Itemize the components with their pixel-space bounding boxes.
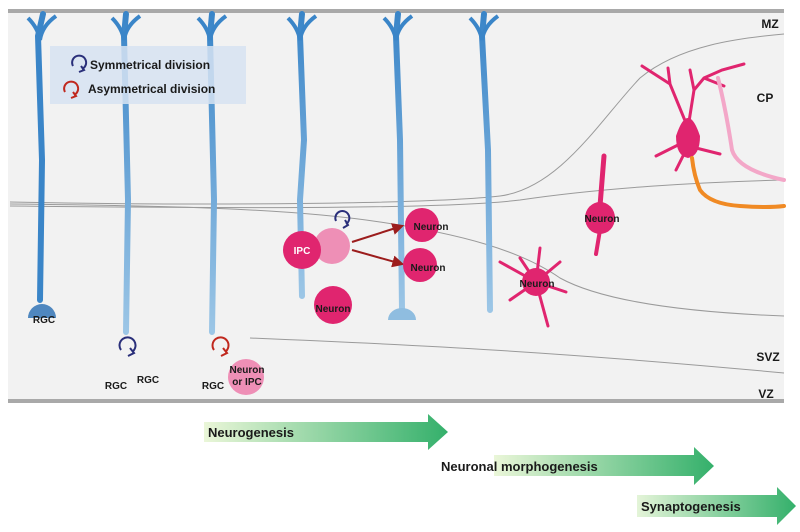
- svz-lower-boundary: [249, 337, 785, 374]
- symmetric-division-icon: [71, 54, 88, 70]
- label-neuron-lower: Neuron: [411, 263, 446, 274]
- neuron-from-ipc: [314, 286, 352, 324]
- layer-label-vz: VZ: [758, 387, 773, 401]
- rgc-fiber-1: [26, 11, 58, 318]
- label-rgc-daughter-1: RGC: [105, 381, 127, 392]
- ipc-daughter-cell: [314, 228, 350, 264]
- label-neuron-bipolar: Neuron: [585, 214, 620, 225]
- label-rgc-daughter-3: RGC: [202, 381, 224, 392]
- rgc-fiber-2: [110, 11, 142, 335]
- asymmetric-division-icon: [63, 80, 80, 96]
- label-neuron-or-ipc-line2: or IPC: [232, 377, 261, 388]
- cp-upper-boundary: [9, 33, 785, 205]
- morphogenesis-arrow: Neuronal morphogenesis: [441, 447, 714, 485]
- ipc-symmetric-division-icon: [334, 210, 351, 225]
- layer-label-mz: MZ: [761, 17, 778, 31]
- ventricular-surface-line: [8, 399, 784, 403]
- axon: [690, 156, 786, 209]
- legend: Symmetrical division Asymmetrical divisi…: [50, 46, 246, 104]
- multipolar-neuron: [498, 246, 568, 328]
- layer-label-svz: SVZ: [756, 350, 779, 364]
- legend-asymmetrical-label: Asymmetrical division: [88, 82, 215, 96]
- symmetric-division-arrow-icon: [118, 336, 137, 353]
- neuron-or-ipc-cell: [228, 359, 264, 395]
- pale-neurite: [716, 76, 786, 182]
- label-rgc-daughter-2: RGC: [137, 375, 159, 386]
- neuron-lower: [403, 248, 437, 282]
- label-neuron-from-ipc: Neuron: [316, 304, 351, 315]
- label-rgc-apical: RGC: [33, 315, 55, 326]
- label-neurogenesis: Neurogenesis: [208, 425, 294, 440]
- ipc-to-neuron-upper-arrow: [351, 223, 405, 243]
- legend-symmetrical-label: Symmetrical division: [90, 58, 210, 72]
- ipc-cell: [283, 231, 321, 269]
- label-neuron-upper: Neuron: [414, 222, 449, 233]
- label-neuron-or-ipc-line1: Neuron: [230, 365, 265, 376]
- rgc-fiber-6: [468, 11, 500, 313]
- layer-label-cp: CP: [757, 91, 774, 105]
- ipc-to-neuron-lower-arrow: [351, 249, 405, 268]
- neuron-upper: [405, 208, 439, 242]
- asymmetric-division-arrow-icon: [211, 336, 230, 353]
- rgc-fiber-3: [196, 11, 228, 335]
- pial-surface-line: [8, 9, 784, 13]
- label-neuronal-morphogenesis: Neuronal morphogenesis: [441, 459, 598, 474]
- bipolar-neuron: [585, 153, 615, 256]
- synaptogenesis-arrow: Synaptogenesis: [637, 487, 796, 525]
- label-neuron-multipolar: Neuron: [520, 279, 555, 290]
- pyramidal-neuron: [640, 62, 786, 209]
- label-synaptogenesis: Synaptogenesis: [641, 499, 741, 514]
- svz-upper-boundary: [9, 203, 785, 317]
- label-ipc: IPC: [294, 246, 311, 257]
- neurogenesis-arrow: Neurogenesis: [204, 414, 448, 450]
